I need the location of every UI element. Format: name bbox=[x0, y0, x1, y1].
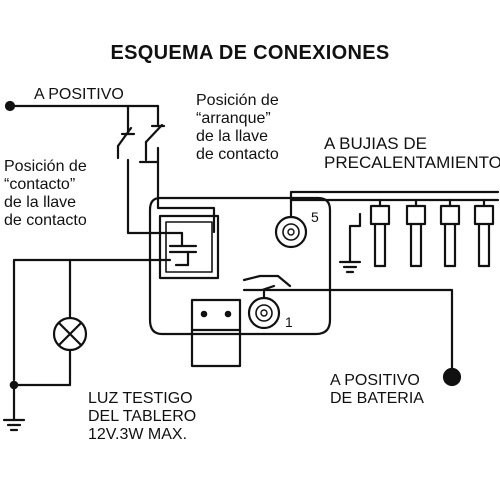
arranque-label: Posición de “arranque” de la llave de co… bbox=[196, 92, 279, 163]
terminal-1 bbox=[247, 296, 281, 330]
glow-plugs bbox=[369, 198, 495, 268]
contacto-label: Posición de “contacto” de la llave de co… bbox=[4, 158, 87, 229]
glow-plug-bus bbox=[289, 190, 500, 219]
start-wire bbox=[156, 160, 216, 234]
internal-relay-contact bbox=[242, 274, 292, 292]
positive-top-label: A POSITIVO bbox=[34, 86, 124, 103]
relay-inner-box bbox=[165, 221, 213, 273]
lamp-wire bbox=[12, 258, 172, 382]
ground-symbol-right bbox=[338, 260, 362, 274]
ground-symbol-left bbox=[2, 418, 26, 432]
fuse-block bbox=[190, 298, 242, 368]
battery-wire bbox=[262, 288, 454, 374]
contact-wire bbox=[126, 158, 184, 235]
relay-box bbox=[158, 214, 220, 280]
controller-module bbox=[148, 196, 332, 336]
lamp-return-wire bbox=[12, 348, 72, 387]
luz-testigo-label: LUZ TESTIGO DEL TABLERO 12V.3W MAX. bbox=[88, 390, 197, 443]
glow-plug-ground-wire bbox=[348, 212, 362, 264]
page-title: ESQUEMA DE CONEXIONES bbox=[110, 42, 390, 64]
battery-node bbox=[442, 367, 462, 387]
terminal-1-label: 1 bbox=[285, 314, 293, 330]
positive-top-wire bbox=[8, 104, 130, 122]
ignition-key-switch bbox=[116, 116, 166, 164]
bujias-label: A BUJIAS DE PRECALENTAMIENTO bbox=[324, 134, 500, 173]
positivo-bateria-label: A POSITIVO DE BATERIA bbox=[330, 372, 424, 407]
terminal-5-label: 5 bbox=[311, 209, 319, 225]
lamp-symbol bbox=[52, 316, 88, 352]
terminal-5 bbox=[274, 215, 308, 249]
